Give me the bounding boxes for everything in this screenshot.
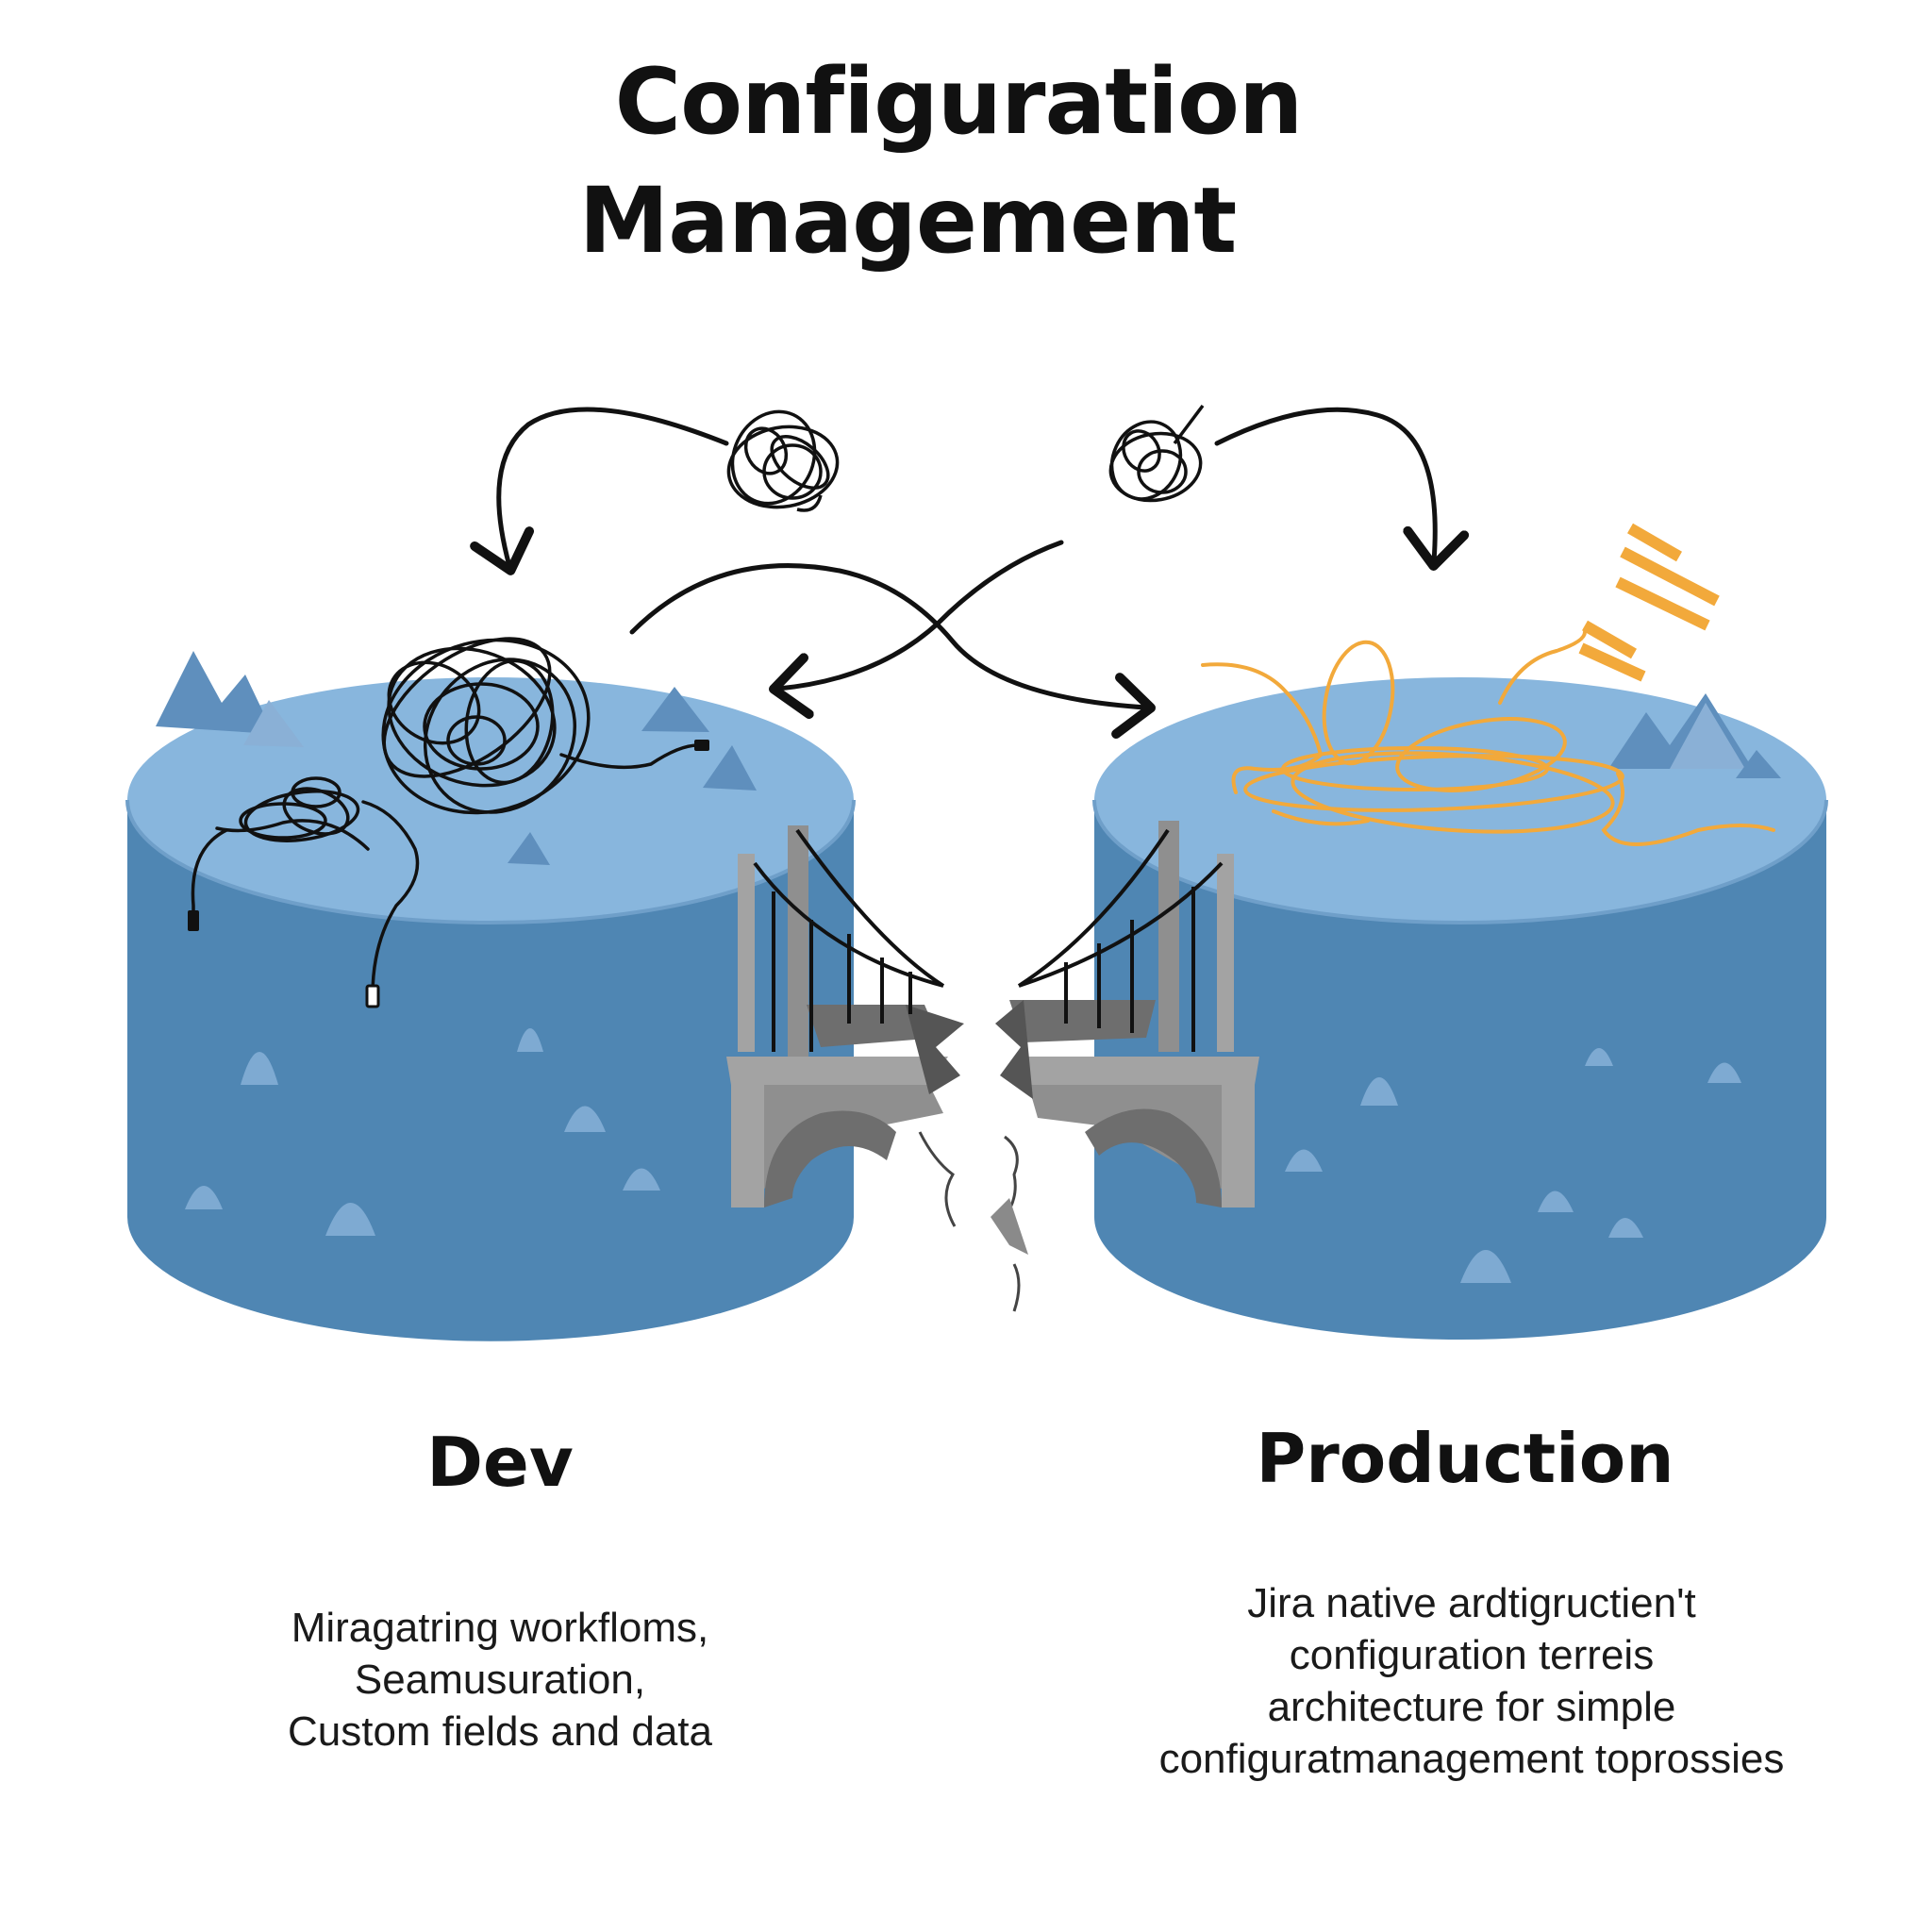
dev-cylinder-side [127,800,854,1341]
prod-cylinder-rim [1092,799,1828,924]
arrow-cross-to-dev [769,540,1064,720]
dev-tangled-wires [191,637,700,997]
dev-description-line: Miragatring workfloms, [291,1605,709,1651]
flow-arrows [470,407,1470,740]
prod-cylinder-side [1094,800,1826,1340]
prod-mountains [1608,693,1781,778]
dev-database-cylinder [125,637,856,1341]
dev-cylinder-rim [125,799,856,924]
dev-description-line: Custom fields and data [287,1708,713,1755]
production-environment-label: Production [1256,1419,1674,1498]
dev-description: Miragatring workfloms, Seamusuration, Cu… [170,1602,830,1757]
dev-environment-label: Dev [426,1423,574,1502]
dev-description-line: Seamusuration, [354,1657,646,1703]
prod-description-line: configuratmanagement toprossies [1158,1736,1785,1782]
prod-side-drops [1285,1048,1741,1283]
tangle-icon-right [1108,404,1205,503]
tangle-icon-left [726,409,840,512]
bridge-left-half [726,825,964,1227]
page-title-line-2: Management [578,168,1238,274]
dev-side-drops [185,1028,660,1236]
warning-stripes [1578,523,1720,682]
dev-mountains [156,651,757,865]
production-database-cylinder [1092,523,1828,1340]
prod-description-line: Jira native ardtigructien't [1247,1580,1696,1626]
dev-plug-ends [188,740,709,1008]
dev-cylinder-top [127,677,854,923]
prod-description-line: architecture for simple [1267,1684,1676,1730]
page-title-line-1: Configuration [614,49,1304,155]
production-description: Jira native ardtigructien't configuratio… [1057,1577,1887,1785]
arrow-top-right [1214,407,1470,571]
bridge-right-half [991,821,1259,1312]
broken-bridge [726,821,1259,1312]
arrow-cross-to-prod [629,563,1156,740]
prod-tangled-wires [1201,630,1775,846]
prod-description-line: configuration terreis [1289,1632,1655,1678]
arrow-top-left [470,407,729,575]
